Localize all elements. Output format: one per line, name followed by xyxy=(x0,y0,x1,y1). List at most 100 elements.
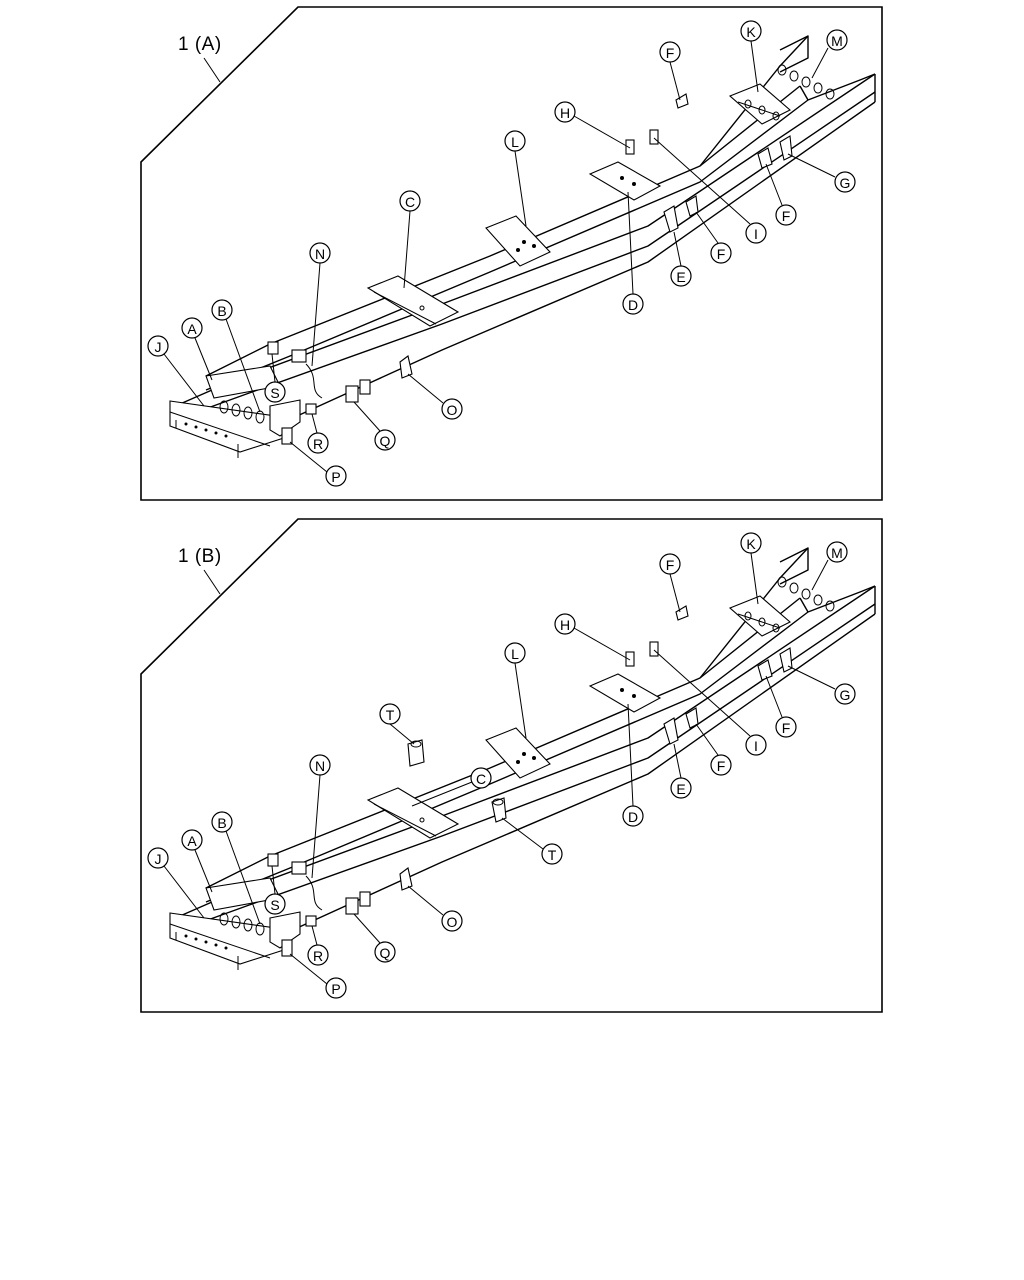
svg-text:G: G xyxy=(840,687,851,703)
svg-text:D: D xyxy=(628,297,638,313)
callout-T2: T xyxy=(541,843,563,865)
svg-text:I: I xyxy=(754,226,758,242)
svg-text:G: G xyxy=(840,175,851,191)
callout-B: B xyxy=(211,811,233,833)
callout-R: R xyxy=(307,432,329,454)
callout-S: S xyxy=(264,381,286,403)
callout-E: E xyxy=(670,777,692,799)
callout-A: A xyxy=(181,317,203,339)
callout-D: D xyxy=(622,293,644,315)
callout-P: P xyxy=(325,465,347,487)
svg-text:F: F xyxy=(666,45,675,61)
svg-text:R: R xyxy=(313,948,323,964)
callout-F3: F xyxy=(710,754,732,776)
svg-text:P: P xyxy=(331,469,340,485)
svg-text:O: O xyxy=(447,914,458,930)
callout-H: H xyxy=(554,101,576,123)
callout-D: D xyxy=(622,805,644,827)
callout-G: G xyxy=(834,683,856,705)
callout-K: K xyxy=(740,20,762,42)
title-leader xyxy=(203,57,221,83)
callout-I: I xyxy=(745,222,767,244)
svg-text:T: T xyxy=(548,847,557,863)
chassis-frame-drawing-b: F K M H L xyxy=(140,518,883,1013)
svg-text:R: R xyxy=(313,436,323,452)
callout-I: I xyxy=(745,734,767,756)
panel-title-b: 1 (B) xyxy=(178,546,222,567)
callout-F2: F xyxy=(775,716,797,738)
svg-text:S: S xyxy=(270,385,279,401)
callout-A: A xyxy=(181,829,203,851)
svg-text:C: C xyxy=(405,194,415,210)
svg-text:H: H xyxy=(560,617,570,633)
chassis-frame xyxy=(169,547,876,970)
callout-R: R xyxy=(307,944,329,966)
svg-text:F: F xyxy=(782,208,791,224)
callout-C: C xyxy=(470,767,492,789)
svg-text:E: E xyxy=(676,269,685,285)
callout-F2: F xyxy=(775,204,797,226)
callout-F3: F xyxy=(710,242,732,264)
svg-text:S: S xyxy=(270,897,279,913)
svg-text:B: B xyxy=(217,303,226,319)
svg-text:O: O xyxy=(447,402,458,418)
svg-text:I: I xyxy=(754,738,758,754)
title-leader xyxy=(203,569,221,595)
svg-text:Q: Q xyxy=(380,945,391,961)
svg-text:H: H xyxy=(560,105,570,121)
svg-text:J: J xyxy=(155,339,162,355)
callout-G: G xyxy=(834,171,856,193)
callout-M: M xyxy=(826,29,848,51)
callout-C: C xyxy=(399,190,421,212)
svg-text:D: D xyxy=(628,809,638,825)
svg-text:K: K xyxy=(746,24,756,40)
panel-title-a: 1 (A) xyxy=(178,34,222,55)
callout-J: J xyxy=(147,335,169,357)
svg-text:T: T xyxy=(386,707,395,723)
svg-text:A: A xyxy=(187,321,197,337)
callouts-b: F K M H L xyxy=(147,532,856,999)
callout-L: L xyxy=(504,642,526,664)
callout-B: B xyxy=(211,299,233,321)
svg-text:F: F xyxy=(666,557,675,573)
svg-text:P: P xyxy=(331,981,340,997)
svg-text:F: F xyxy=(782,720,791,736)
callouts-a: F K M H L xyxy=(147,20,856,487)
callout-F1: F xyxy=(659,553,681,575)
svg-text:A: A xyxy=(187,833,197,849)
callout-M: M xyxy=(826,541,848,563)
callout-N: N xyxy=(309,754,331,776)
callout-Q: Q xyxy=(374,429,396,451)
svg-text:B: B xyxy=(217,815,226,831)
svg-text:Q: Q xyxy=(380,433,391,449)
callout-L: L xyxy=(504,130,526,152)
callout-S: S xyxy=(264,893,286,915)
callout-O: O xyxy=(441,910,463,932)
svg-text:N: N xyxy=(315,758,325,774)
svg-text:K: K xyxy=(746,536,756,552)
diagram-panel-b: F K M H L xyxy=(140,518,883,1013)
svg-text:J: J xyxy=(155,851,162,867)
callout-O: O xyxy=(441,398,463,420)
svg-text:F: F xyxy=(717,246,726,262)
chassis-frame xyxy=(169,35,876,458)
svg-text:M: M xyxy=(831,545,843,561)
callout-E: E xyxy=(670,265,692,287)
callout-J: J xyxy=(147,847,169,869)
svg-text:E: E xyxy=(676,781,685,797)
svg-text:N: N xyxy=(315,246,325,262)
diagram-panel-a: F K M H L xyxy=(140,6,883,501)
svg-text:L: L xyxy=(511,646,519,662)
svg-text:C: C xyxy=(476,771,486,787)
svg-text:M: M xyxy=(831,33,843,49)
callout-N: N xyxy=(309,242,331,264)
callout-T1: T xyxy=(379,703,401,725)
svg-text:L: L xyxy=(511,134,519,150)
chassis-frame-drawing-a: F K M H L xyxy=(140,6,883,501)
callout-P: P xyxy=(325,977,347,999)
callout-F1: F xyxy=(659,41,681,63)
callout-Q: Q xyxy=(374,941,396,963)
callout-H: H xyxy=(554,613,576,635)
callout-K: K xyxy=(740,532,762,554)
svg-text:F: F xyxy=(717,758,726,774)
